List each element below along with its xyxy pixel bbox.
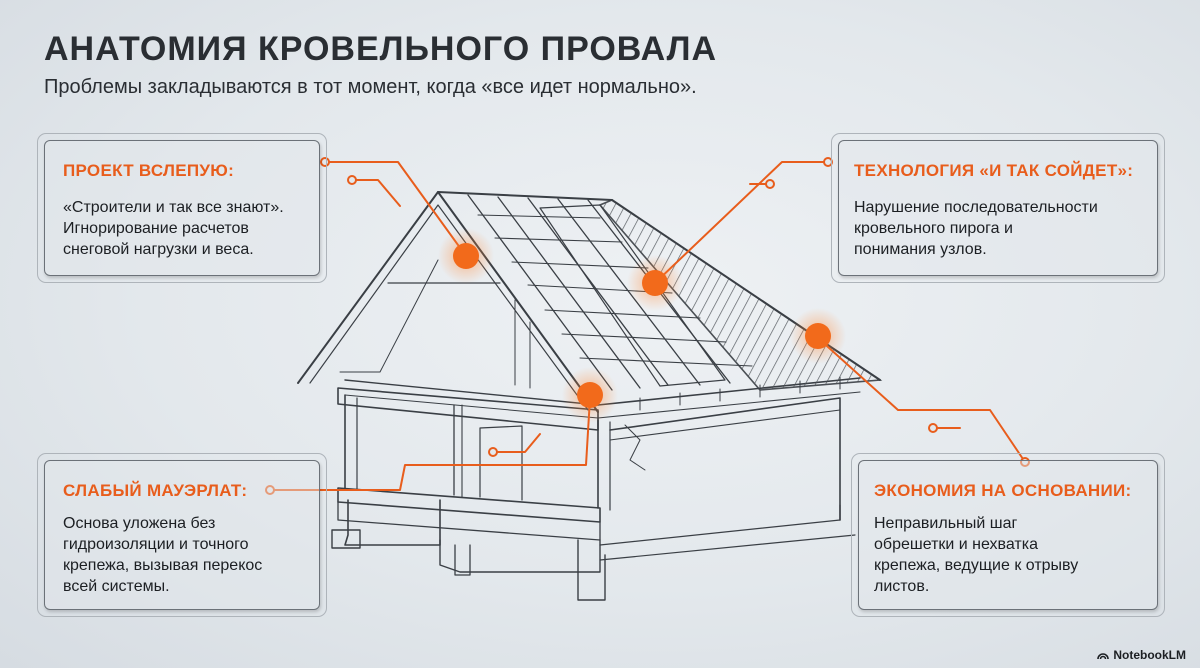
notebooklm-logo-icon <box>1097 653 1110 660</box>
callout-mauerlat-line: крепежа, вызывая перекос <box>63 557 263 574</box>
callout-design-line: снеговой нагрузки и веса. <box>63 241 254 258</box>
callout-technology-line: понимания узлов. <box>854 241 987 258</box>
callout-savings-text: Неправильный шаг обрешетки и нехватка кр… <box>874 513 1150 597</box>
callout-technology-text: Нарушение последовательности кровельного… <box>854 197 1150 260</box>
page-subtitle: Проблемы закладываются в тот момент, ког… <box>44 76 697 98</box>
callout-mauerlat-line: гидроизоляции и точного <box>63 536 249 553</box>
hotspot-mauerlat <box>562 367 618 423</box>
callout-technology-line: кровельного пирога и <box>854 220 1013 237</box>
callout-savings-title: ЭКОНОМИЯ НА ОСНОВАНИИ: <box>874 481 1132 500</box>
notebooklm-watermark: NotebookLM <box>1097 648 1186 662</box>
callout-mauerlat-card: СЛАБЫЙ МАУЭРЛАТ: Основа уложена без гидр… <box>37 453 327 617</box>
hotspot-technology <box>627 255 683 311</box>
callout-mauerlat-title: СЛАБЫЙ МАУЭРЛАТ: <box>63 481 248 500</box>
hotspot-design <box>438 228 494 284</box>
callout-mauerlat-text: Основа уложена без гидроизоляции и точно… <box>63 513 313 597</box>
callout-connectors <box>269 161 1026 491</box>
callout-design-card: ПРОЕКТ ВСЛЕПУЮ: «Строители и так все зна… <box>37 133 327 283</box>
house-drawing <box>297 191 881 601</box>
callout-technology-card: ТЕХНОЛОГИЯ «И ТАК СОЙДЕТ»: Нарушение пос… <box>831 133 1165 283</box>
callout-design-line: «Строители и так все знают». <box>63 199 284 216</box>
callout-savings-line: Неправильный шаг <box>874 515 1018 532</box>
callout-savings-card: ЭКОНОМИЯ НА ОСНОВАНИИ: Неправильный шаг … <box>851 453 1165 617</box>
callout-mauerlat-line: Основа уложена без <box>63 515 216 532</box>
callout-design-title: ПРОЕКТ ВСЛЕПУЮ: <box>63 161 235 180</box>
callout-savings-line: крепежа, ведущие к отрыву <box>874 557 1079 574</box>
connector-terminals <box>265 157 1030 495</box>
callout-savings-line: листов. <box>874 578 930 595</box>
page-title: АНАТОМИЯ КРОВЕЛЬНОГО ПРОВАЛА <box>44 30 718 68</box>
callout-design-text: «Строители и так все знают». Игнорирован… <box>63 197 313 260</box>
callout-technology-line: Нарушение последовательности <box>854 199 1098 216</box>
callout-technology-title: ТЕХНОЛОГИЯ «И ТАК СОЙДЕТ»: <box>854 161 1134 180</box>
callout-design-line: Игнорирование расчетов <box>63 220 249 237</box>
watermark-text: NotebookLM <box>1113 648 1186 662</box>
callout-savings-line: обрешетки и нехватка <box>874 536 1038 553</box>
callout-mauerlat-line: всей системы. <box>63 578 170 595</box>
hotspot-savings <box>790 308 846 364</box>
